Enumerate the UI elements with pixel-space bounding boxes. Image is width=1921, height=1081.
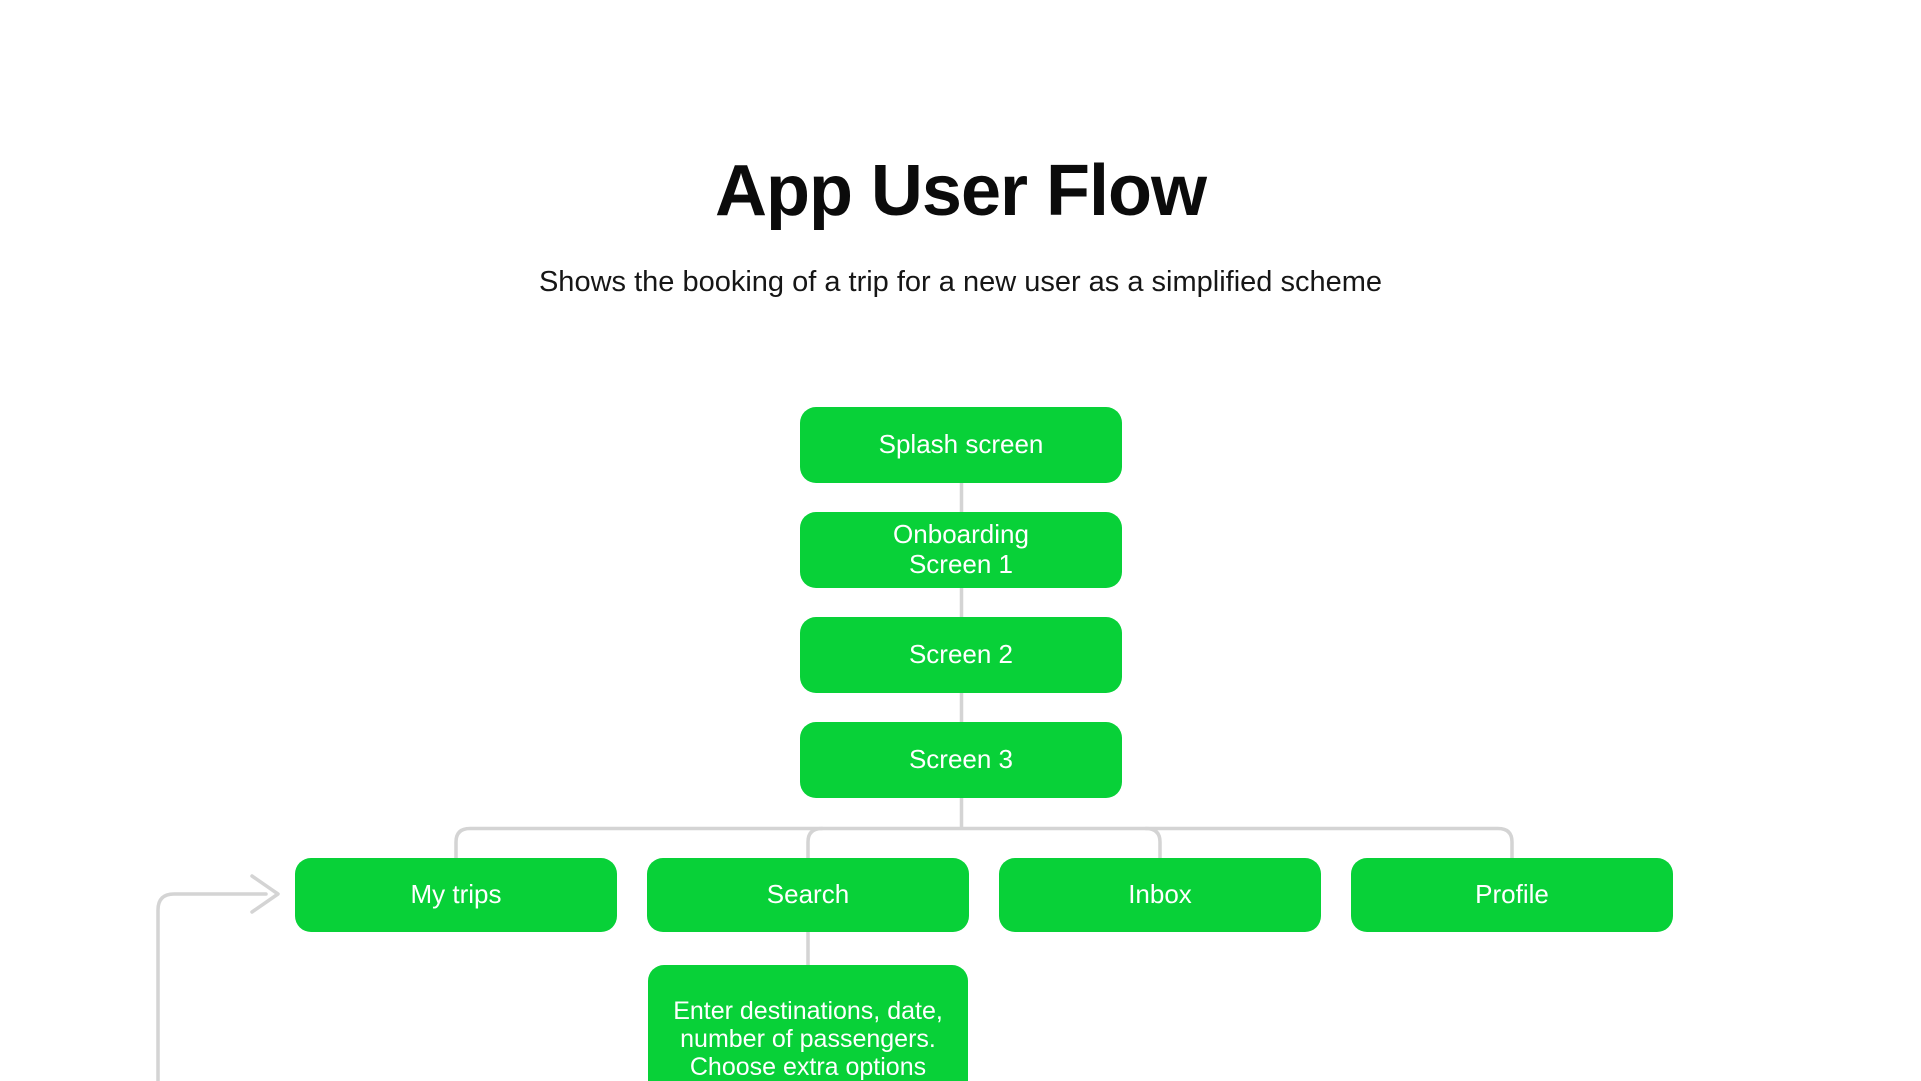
node-my-trips: My trips [295, 858, 617, 932]
node-label: Inbox [1128, 879, 1192, 910]
branch-rail [454, 826, 1514, 860]
node-label: Search [766, 879, 850, 910]
node-label: Profile [1475, 879, 1549, 910]
node-label: Screen 2 [908, 639, 1014, 670]
node-label: Enter destinations, date, number of pass… [673, 996, 943, 1081]
connector-branch-inbox [1144, 826, 1162, 860]
connector-branch-search [806, 826, 824, 860]
node-profile: Profile [1351, 858, 1673, 932]
node-onboarding-screen-1: Onboarding Screen 1 [800, 512, 1122, 588]
entry-arrow-line [156, 892, 268, 1081]
node-inbox: Inbox [999, 858, 1321, 932]
entry-arrowhead-icon [250, 874, 280, 914]
node-label: Onboarding Screen 1 [893, 519, 1029, 579]
page-title: App User Flow [714, 151, 1207, 231]
node-label: Splash screen [878, 429, 1044, 460]
node-screen-3: Screen 3 [800, 722, 1122, 798]
node-search: Search [647, 858, 969, 932]
node-splash-screen: Splash screen [800, 407, 1122, 483]
node-search-detail: Enter destinations, date, number of pass… [648, 965, 968, 1081]
node-label: My trips [410, 879, 502, 910]
page-subtitle: Shows the booking of a trip for a new us… [538, 266, 1383, 298]
node-screen-2: Screen 2 [800, 617, 1122, 693]
node-label: Screen 3 [908, 744, 1014, 775]
